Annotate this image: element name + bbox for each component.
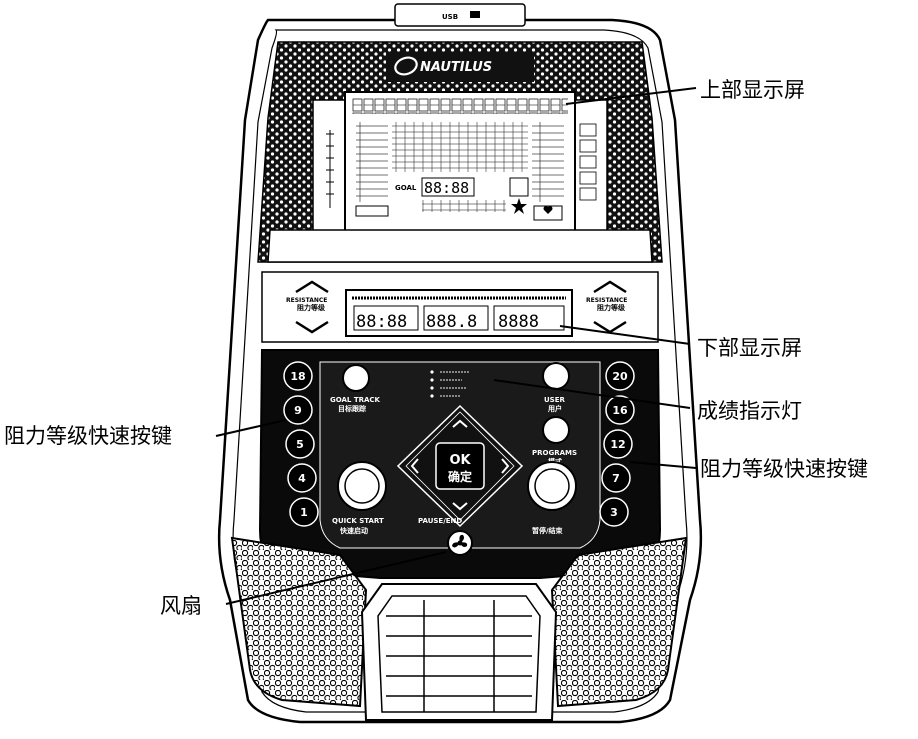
vent-slats: [386, 600, 532, 712]
callout-resistance-keys-left: 阻力等级快速按键: [4, 424, 172, 448]
chevron-down-icon[interactable]: [452, 502, 468, 511]
goal-track-button[interactable]: [342, 364, 370, 392]
resistance-down-left-icon[interactable]: [295, 320, 329, 334]
brand-logo-icon: [394, 56, 418, 76]
right-scale: [579, 123, 597, 201]
resistance-keys-left: 18 9 5 4 1: [283, 361, 319, 527]
lower-digits-3: 8888: [498, 312, 539, 332]
heart-icon: [543, 206, 553, 214]
fan-icon: [452, 534, 468, 548]
key-label: 4: [298, 472, 306, 485]
callout-resistance-keys-right: 阻力等级快速按键: [700, 457, 868, 481]
programs-label: PROGRAMS: [532, 449, 577, 457]
callout-achievement-lights: 成绩指示灯: [697, 399, 802, 423]
usb-label: USB: [442, 13, 458, 21]
resistance-key-20[interactable]: [605, 361, 635, 391]
callout-upper-display: 上部显示屏: [700, 78, 805, 102]
resistance-key-3[interactable]: [599, 497, 629, 527]
resistance-label-left-cn: 阻力等级: [297, 303, 326, 312]
resistance-key-1[interactable]: [289, 497, 319, 527]
pause-end-label: PAUSE/END: [418, 517, 462, 525]
resistance-up-left-icon[interactable]: [295, 280, 329, 294]
goal-label: GOAL: [395, 184, 417, 192]
chevron-up-icon[interactable]: [452, 419, 468, 428]
resistance-key-7[interactable]: [601, 463, 631, 493]
resistance-label-left: RESISTANCE: [286, 297, 327, 304]
goal-track-label: GOAL TRACK: [330, 396, 381, 404]
resistance-keys-right: 20 16 12 7 3: [599, 361, 635, 527]
user-label: USER: [544, 396, 566, 404]
key-label: 7: [612, 472, 620, 485]
ok-label-cn: 确定: [448, 469, 472, 484]
quick-start-label: QUICK START: [332, 517, 384, 525]
goal-track-label-cn: 目标跟踪: [338, 404, 366, 413]
resistance-label-right-cn: 阻力等级: [597, 303, 626, 312]
brand-name: NAUTILUS: [420, 60, 492, 75]
callout-fan: 风扇: [160, 594, 202, 618]
pause-end-label-cn: 暂停/结束: [532, 526, 564, 535]
key-label: 16: [612, 404, 628, 417]
user-label-cn: 用户: [548, 404, 562, 413]
resistance-key-16[interactable]: [605, 395, 635, 425]
callout-leaders: [215, 87, 697, 605]
key-label: 3: [610, 506, 618, 519]
lower-digits-2: 888.8: [426, 312, 477, 332]
usb-tab: [394, 3, 526, 27]
chevron-left-icon[interactable]: [410, 458, 419, 474]
left-scale: [326, 130, 334, 208]
resistance-up-right-icon[interactable]: [593, 280, 627, 294]
resistance-label-right: RESISTANCE: [586, 297, 627, 304]
resistance-key-4[interactable]: [287, 463, 317, 493]
quick-start-label-cn: 快速启动: [340, 526, 368, 535]
user-button[interactable]: [542, 362, 570, 390]
ok-label: OK: [449, 453, 471, 468]
programs-button[interactable]: [542, 416, 570, 444]
ok-button[interactable]: [435, 442, 485, 490]
resistance-key-5[interactable]: [285, 429, 315, 459]
key-label: 20: [612, 370, 628, 383]
key-label: 1: [300, 506, 308, 519]
callout-lower-display: 下部显示屏: [697, 336, 802, 360]
chevron-right-icon[interactable]: [501, 458, 510, 474]
resistance-key-12[interactable]: [603, 429, 633, 459]
resistance-key-9[interactable]: [283, 395, 313, 425]
resistance-key-18[interactable]: [283, 361, 313, 391]
key-label: 12: [610, 438, 625, 451]
lower-digits-1: 88:88: [356, 312, 407, 332]
achievement-lights: [430, 370, 470, 398]
star-icon: [511, 198, 527, 214]
key-label: 9: [294, 404, 302, 417]
key-label: 5: [296, 438, 304, 451]
key-label: 18: [290, 370, 305, 383]
goal-digits: 88:88: [424, 179, 469, 197]
